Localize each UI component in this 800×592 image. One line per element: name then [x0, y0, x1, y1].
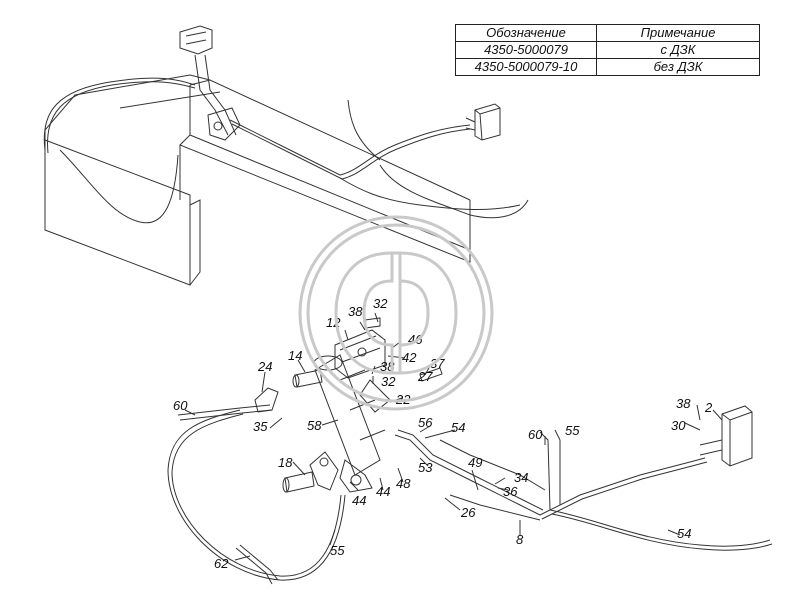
- callout-label: 27: [417, 369, 433, 384]
- callout-label: 49: [468, 455, 482, 470]
- callout-label: 62: [214, 556, 229, 571]
- callout-label: 44: [376, 484, 390, 499]
- callout-label: 42: [402, 350, 417, 365]
- callout-label: 36: [503, 484, 518, 499]
- callout-label: 30: [671, 418, 686, 433]
- table-row: 4350-5000079-10 без ДЗК: [455, 58, 760, 76]
- callout-label: 34: [514, 470, 528, 485]
- callout-label: 55: [565, 423, 580, 438]
- frame-beam: [44, 74, 471, 286]
- leader-lines: [184, 312, 723, 561]
- callout-label: 22: [395, 392, 411, 407]
- callout-label: 26: [460, 505, 476, 520]
- callout-label: 32: [373, 296, 388, 311]
- callout-label: 56: [418, 415, 433, 430]
- callout-label: 8: [516, 532, 524, 547]
- callout-label: 12: [326, 315, 341, 330]
- designation-table: Обозначение Примечание 4350-5000079 с ДЗ…: [455, 24, 760, 76]
- top-bracket: [179, 25, 241, 141]
- callout-label: 60: [173, 398, 188, 413]
- table-cell-note: без ДЗК: [596, 58, 760, 76]
- callout-label: 54: [677, 526, 691, 541]
- callout-label: 55: [330, 543, 345, 558]
- callout-label: 35: [253, 419, 268, 434]
- callout-label: 24: [257, 359, 272, 374]
- lower-hoses: [167, 404, 773, 585]
- callout-label: 18: [278, 455, 293, 470]
- table-cell-designation: 4350-5000079-10: [455, 58, 597, 76]
- callout-label: 38: [380, 359, 395, 374]
- callout-label: 48: [396, 476, 411, 491]
- callout-label: 38: [676, 396, 691, 411]
- callout-label: 53: [418, 460, 433, 475]
- upper-hoses: [43, 77, 529, 224]
- callout-label: 44: [352, 493, 366, 508]
- callout-label: 38: [348, 304, 363, 319]
- callout-label: 14: [288, 348, 302, 363]
- callout-label: 2: [704, 400, 713, 415]
- callout-label: 54: [451, 420, 465, 435]
- lower-reservoir: [699, 405, 753, 467]
- callout-label: 46: [408, 332, 423, 347]
- upper-reservoir: [465, 103, 501, 141]
- callout-label: 60: [528, 427, 543, 442]
- callout-label: 58: [307, 418, 322, 433]
- callout-label: 32: [381, 374, 396, 389]
- drawing-linework: [43, 25, 773, 585]
